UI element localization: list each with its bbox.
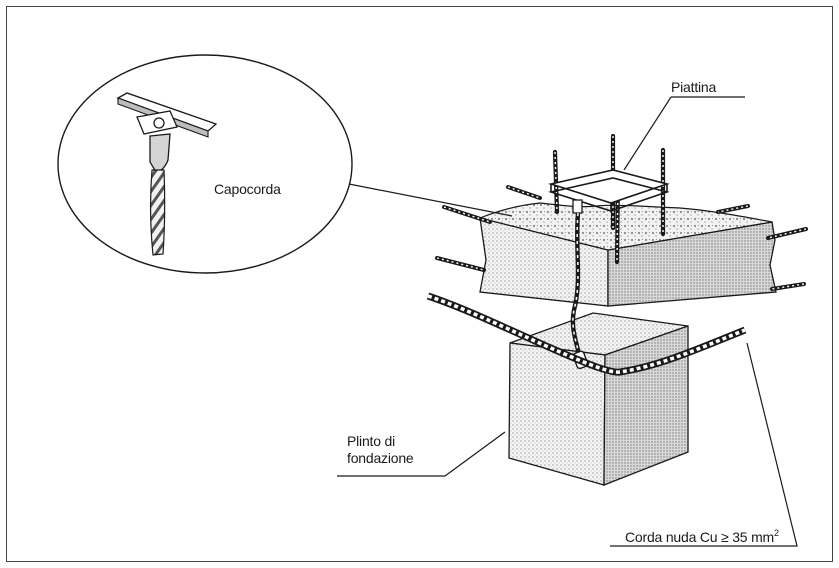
- label-corda-superscript: 2: [774, 528, 779, 538]
- leader-lines: [337, 96, 798, 547]
- label-plinto-di-fondazione: Plinto di fondazione: [347, 433, 414, 467]
- label-plinto-line-2: fondazione: [347, 450, 414, 466]
- label-capocorda: Capocorda: [214, 181, 281, 197]
- label-corda-text: Corda nuda Cu ≥ 35 mm: [625, 529, 775, 545]
- figure-frame: [6, 6, 833, 562]
- label-plinto-line-1: Plinto di: [347, 433, 396, 449]
- copper-rope: [426, 292, 747, 376]
- piattina-frame: [547, 169, 670, 212]
- concrete-slab: [478, 202, 777, 307]
- capocorda-detail: [57, 54, 353, 274]
- label-piattina: Piattina: [671, 79, 717, 95]
- plinto-block: [508, 312, 689, 486]
- label-corda-nuda: Corda nuda Cu ≥ 35 mm2: [625, 528, 779, 545]
